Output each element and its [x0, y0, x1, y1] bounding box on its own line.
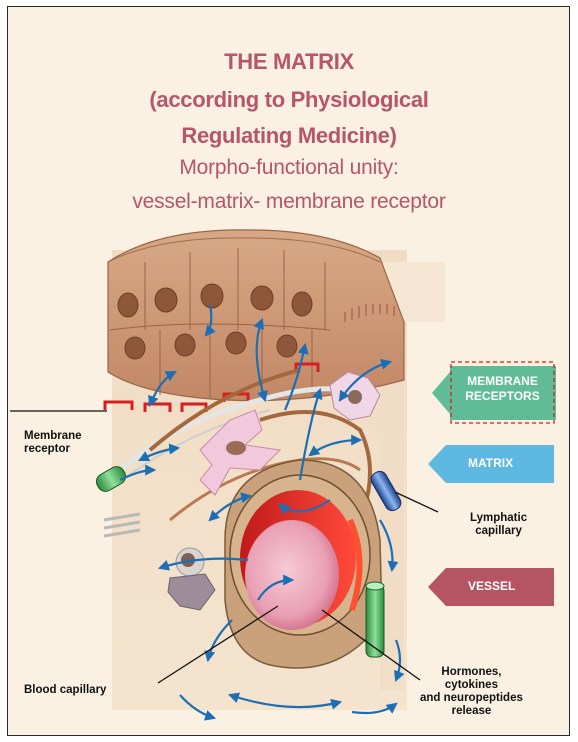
membrane-receptor-label-line-2: receptor: [24, 443, 82, 456]
membrane-receptors-tag: MEMBRANE RECEPTORS: [451, 374, 554, 404]
membrane-receptor-label: Membrane receptor: [24, 430, 82, 456]
hormones-label: Hormones, cytokines and neuropeptides re…: [420, 666, 523, 718]
lymphatic-capillary-label: Lymphatic capillary: [470, 512, 527, 538]
membrane-receptors-tag-line-1: MEMBRANE: [451, 374, 554, 389]
lymphatic-label-line-2: capillary: [470, 525, 527, 538]
hormones-label-line-2: cytokines: [420, 679, 523, 692]
hormones-label-line-3: and neuropeptides: [420, 692, 523, 705]
hormones-label-line-1: Hormones,: [420, 666, 523, 679]
hormones-label-line-4: release: [420, 705, 523, 718]
vessel-tag: VESSEL: [446, 579, 554, 593]
blood-capillary-label: Blood capillary: [24, 684, 106, 697]
lymphatic-label-line-1: Lymphatic: [470, 512, 527, 525]
membrane-receptor-label-line-1: Membrane: [24, 430, 82, 443]
matrix-tag: MATRIX: [446, 456, 554, 470]
membrane-receptors-tag-line-2: RECEPTORS: [451, 389, 554, 404]
